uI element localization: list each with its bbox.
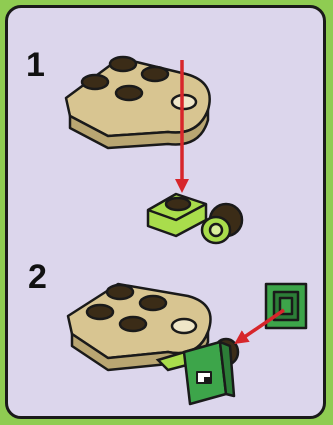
instruction-illustration — [64, 55, 308, 406]
lime-clip-brick-icon — [146, 192, 208, 238]
tan-plate-icon — [64, 55, 211, 150]
step-1-number: 1 — [26, 46, 45, 84]
instruction-panel: 1 2 — [5, 5, 326, 419]
wheel-icon — [200, 202, 244, 245]
green-tile-icon — [264, 282, 308, 330]
red-arrow-icon — [234, 308, 285, 344]
green-tile-icon — [182, 340, 236, 406]
step-2-number: 2 — [28, 258, 47, 296]
